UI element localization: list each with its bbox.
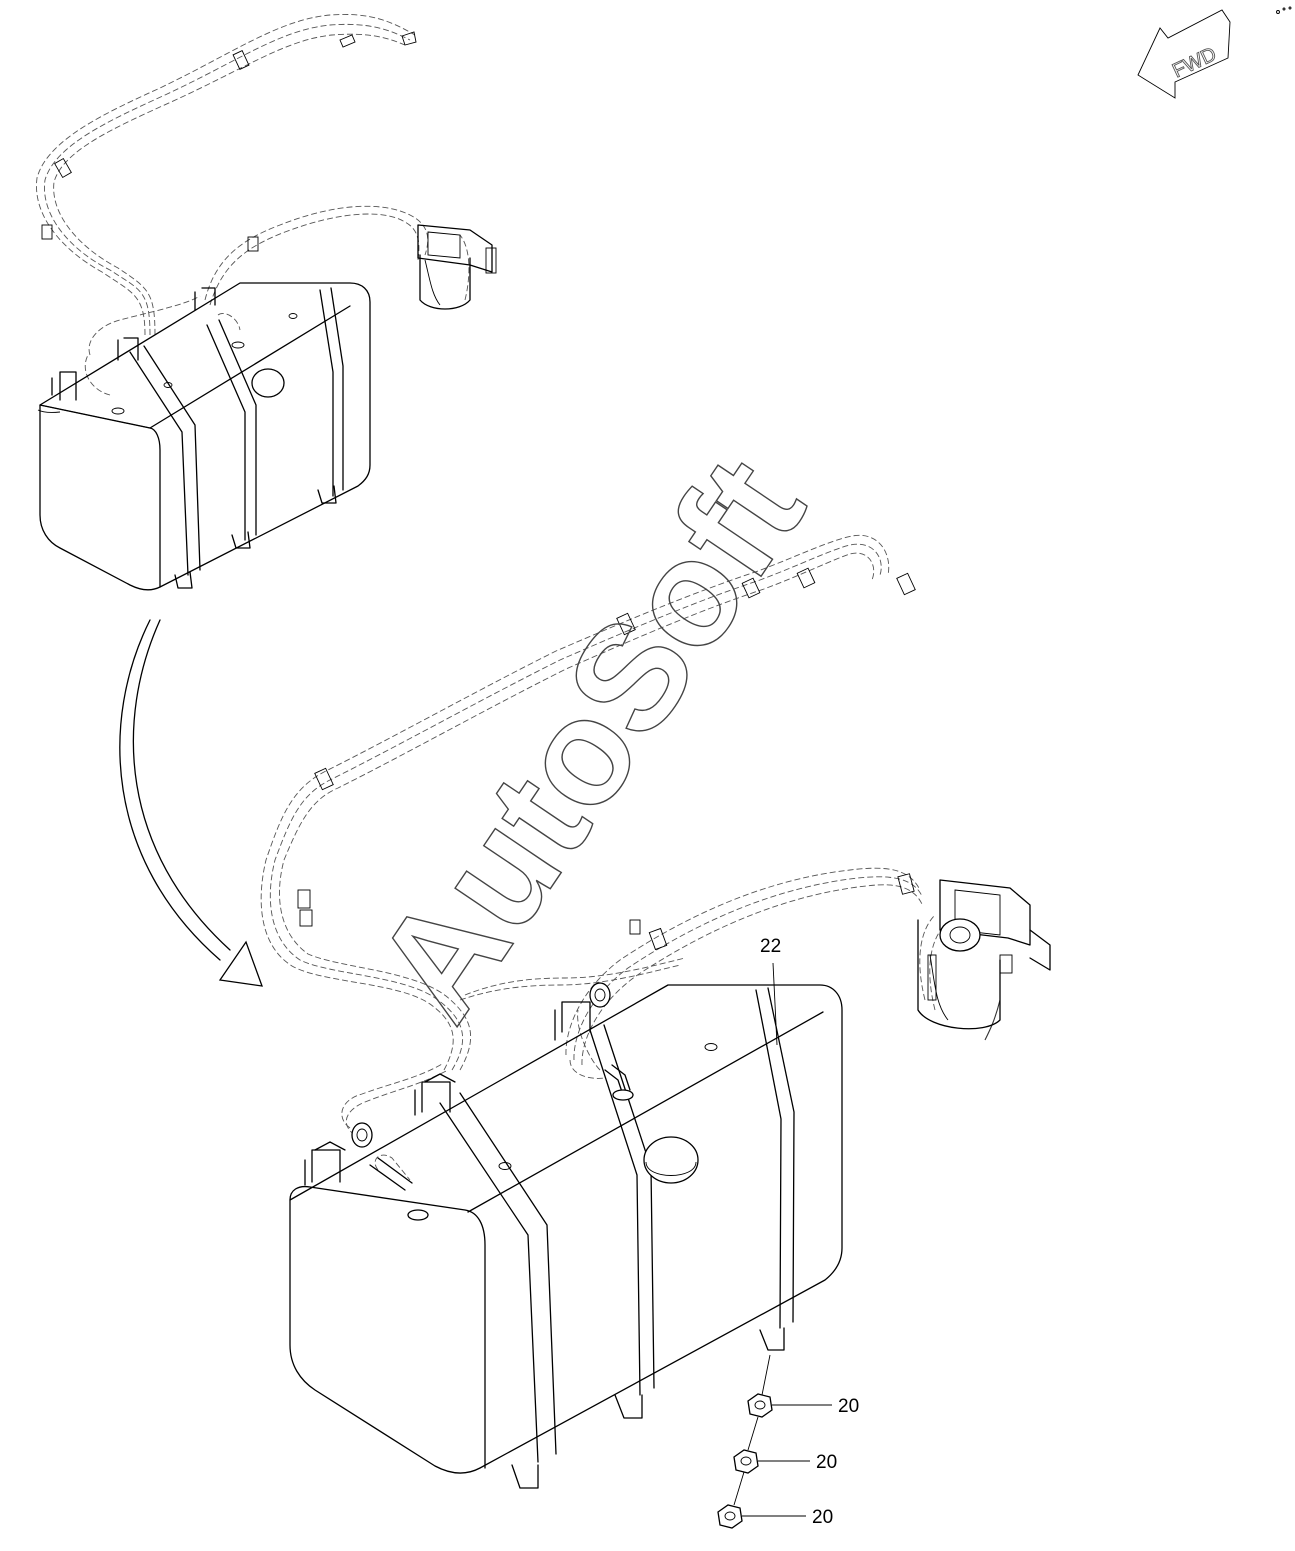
callout-label-tank: 22 bbox=[760, 936, 781, 957]
callouts: 22 20 20 20 bbox=[742, 936, 859, 1528]
callout-label-nut-1: 20 bbox=[838, 1396, 859, 1417]
fwd-label: FWD bbox=[1169, 43, 1220, 82]
overview-tank bbox=[37, 282, 371, 591]
fwd-indicator: FWD bbox=[1137, 6, 1292, 99]
arrow-icon bbox=[1137, 9, 1231, 99]
main-fuel-filter bbox=[917, 879, 1051, 1030]
main-hoses bbox=[260, 534, 1001, 1181]
nut-part-1 bbox=[747, 1393, 773, 1418]
transition-arrow bbox=[119, 619, 263, 987]
main-assembly bbox=[260, 534, 1051, 1529]
callout-label-nut-2: 20 bbox=[816, 1452, 837, 1473]
callout-label-nut-3: 20 bbox=[812, 1507, 833, 1528]
main-tank bbox=[289, 982, 843, 1489]
overview-fuel-filter bbox=[417, 224, 497, 310]
nut-part-3 bbox=[717, 1504, 743, 1529]
nut-part-2 bbox=[733, 1449, 759, 1474]
overview-assembly bbox=[36, 14, 497, 591]
overview-hoses bbox=[36, 14, 470, 396]
